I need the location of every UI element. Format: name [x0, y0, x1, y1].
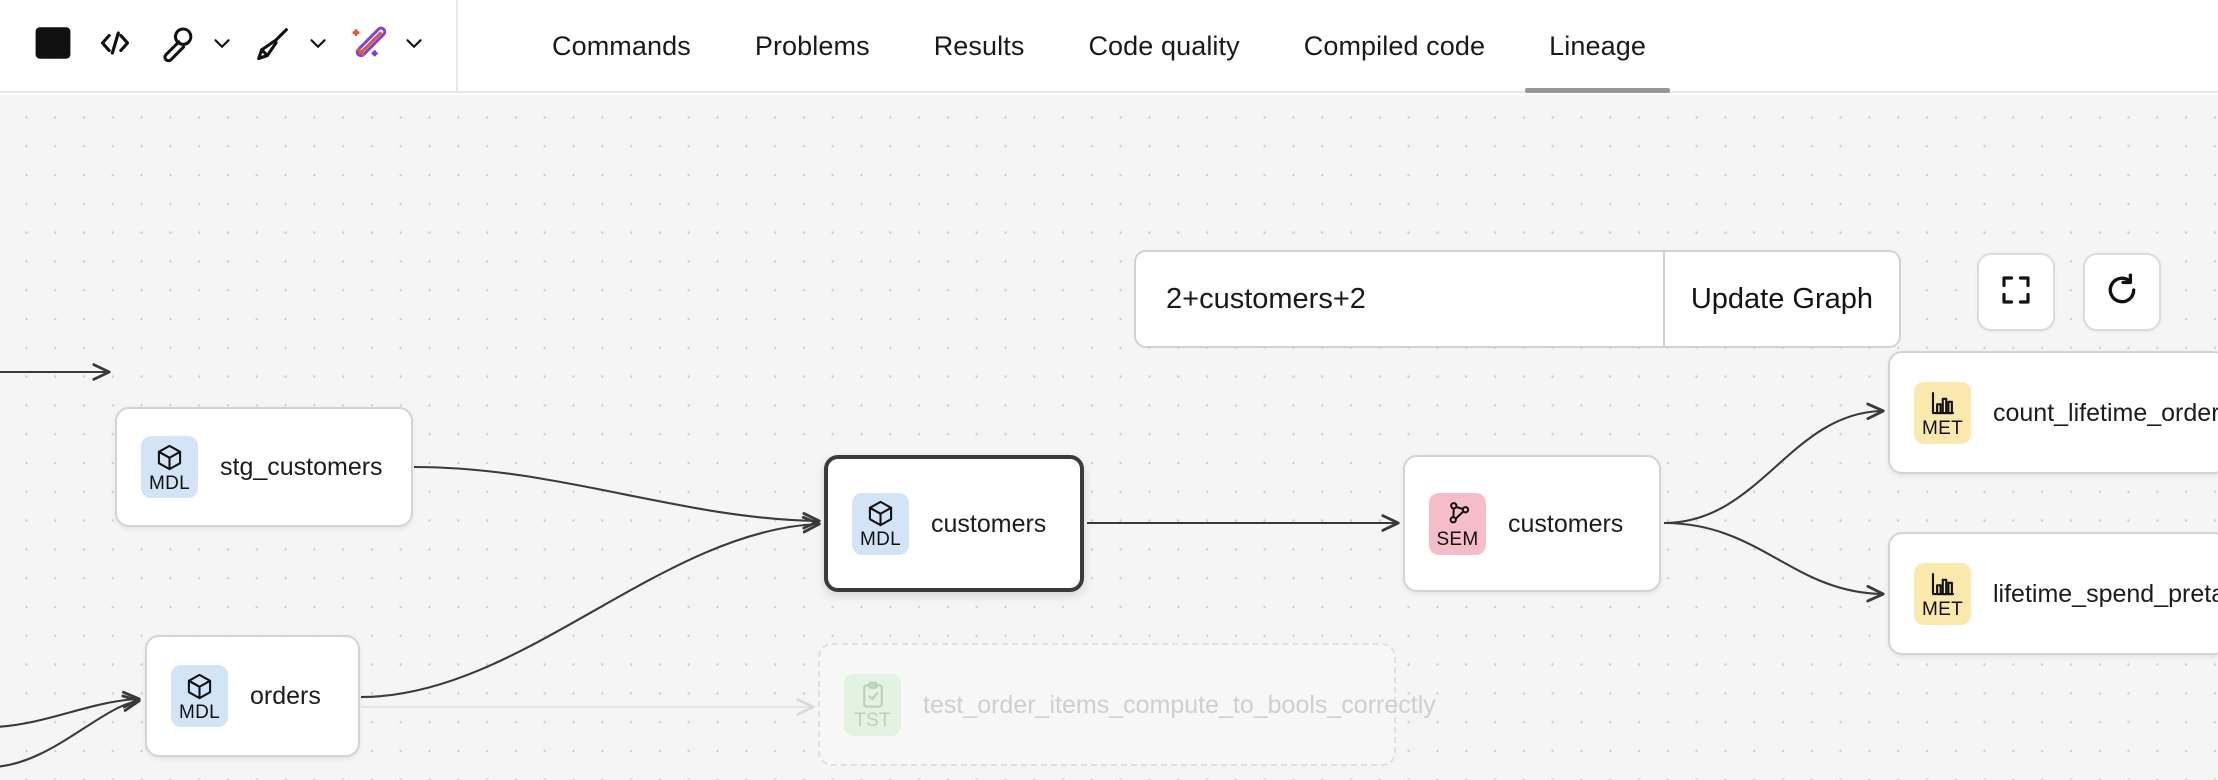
lineage-node-orders[interactable]: MDL orders [145, 635, 360, 757]
tab-label: Commands [552, 31, 691, 61]
tab-lineage[interactable]: Lineage [1517, 0, 1678, 93]
node-type-code: MDL [178, 701, 220, 723]
node-label: lifetime_spend_pretax [1993, 579, 2218, 608]
table-icon [33, 23, 73, 68]
format-chevron[interactable] [298, 15, 338, 77]
node-label: test_order_items_compute_to_bools_correc… [923, 690, 1436, 719]
edge-sem-to-count-lifetime-orders [1663, 411, 1882, 525]
broom-icon [253, 23, 293, 68]
bar-chart-icon [1928, 388, 1958, 418]
build-tools-chevron[interactable] [202, 15, 242, 77]
tab-compiled-code[interactable]: Compiled code [1272, 0, 1517, 93]
code-brackets-icon [95, 23, 135, 68]
node-type-badge-mdl: MDL [852, 492, 909, 555]
bar-chart-icon [1928, 569, 1958, 599]
tab-bar: Commands Problems Results Code quality C… [458, 0, 1678, 93]
fit-to-screen-icon [1998, 272, 2034, 313]
update-graph-label: Update Graph [1690, 282, 1873, 315]
node-type-badge-met: MET [1914, 562, 1971, 625]
editor-tool-group [0, 0, 448, 91]
network-nodes-icon [1443, 499, 1473, 529]
tab-results[interactable]: Results [902, 0, 1057, 93]
tab-label: Compiled code [1303, 31, 1486, 61]
top-toolbar: Commands Problems Results Code quality C… [0, 0, 2218, 93]
node-type-code: MET [1921, 417, 1963, 439]
chevron-down-icon [401, 30, 427, 61]
lineage-node-stg-customers[interactable]: MDL stg_customers [115, 407, 413, 527]
chevron-down-icon [209, 30, 235, 61]
node-type-code: SEM [1436, 528, 1479, 550]
node-type-badge-sem: SEM [1429, 492, 1486, 555]
tab-problems[interactable]: Problems [723, 0, 902, 93]
edge-stg-customers-to-customers [413, 465, 818, 521]
code-view-button[interactable] [84, 15, 146, 77]
refresh-graph-button[interactable] [2083, 253, 2161, 331]
build-tools-button[interactable] [146, 15, 208, 77]
node-type-code: MDL [148, 472, 190, 494]
node-label: customers [1508, 509, 1624, 538]
edge-in-orders-a [0, 699, 138, 728]
lineage-node-customers-semantic[interactable]: SEM customers [1403, 455, 1661, 592]
node-type-code: TST [854, 709, 891, 731]
fit-to-screen-button[interactable] [1977, 253, 2055, 331]
wrench-icon [157, 23, 197, 68]
edge-orders-to-customers [360, 524, 818, 699]
table-view-button[interactable] [22, 15, 84, 77]
graph-selector-input[interactable] [1136, 252, 1663, 346]
tab-label: Results [933, 31, 1025, 61]
tab-commands[interactable]: Commands [520, 0, 723, 93]
lineage-node-customers-model[interactable]: MDL customers [824, 455, 1084, 592]
tab-label: Code quality [1088, 31, 1240, 61]
node-label: orders [250, 682, 321, 710]
edge-in-orders-b [0, 701, 138, 768]
lineage-edges [0, 95, 2218, 768]
tab-label: Lineage [1549, 31, 1646, 61]
node-type-badge-tst: TST [844, 673, 901, 736]
edge-sem-to-lifetime-spend-pretax [1663, 521, 1882, 594]
graph-selector-bar: Update Graph [1134, 250, 1901, 348]
toolbar-divider [456, 0, 458, 93]
tab-label: Problems [754, 31, 870, 61]
node-type-badge-mdl: MDL [141, 436, 198, 498]
update-graph-button[interactable]: Update Graph [1662, 252, 1899, 346]
node-type-code: MET [1921, 598, 1963, 620]
node-label: stg_customers [220, 453, 383, 481]
clipboard-check-icon [858, 680, 888, 710]
magic-wand-icon [349, 23, 389, 68]
ai-assist-button[interactable] [338, 15, 400, 77]
cube-icon [184, 671, 215, 702]
cube-icon [154, 442, 185, 473]
chevron-down-icon [305, 30, 331, 61]
lineage-node-lifetime-spend-pretax[interactable]: MET lifetime_spend_pretax [1888, 532, 2218, 655]
node-type-badge-met: MET [1914, 381, 1971, 444]
node-label: count_lifetime_orders [1993, 398, 2218, 427]
ai-assist-chevron[interactable] [394, 15, 434, 77]
node-type-code: MDL [859, 529, 901, 550]
lineage-canvas[interactable]: MDL stg_customers MDL orders [0, 95, 2218, 780]
lineage-node-count-lifetime-orders[interactable]: MET count_lifetime_orders [1888, 351, 2218, 474]
node-label: customers [931, 509, 1047, 538]
cube-icon [865, 498, 896, 529]
format-button[interactable] [242, 15, 304, 77]
refresh-icon [2103, 271, 2141, 314]
lineage-node-test-order-items[interactable]: TST test_order_items_compute_to_bools_co… [818, 643, 1436, 766]
node-type-badge-mdl: MDL [171, 665, 228, 727]
tab-code-quality[interactable]: Code quality [1056, 0, 1271, 93]
